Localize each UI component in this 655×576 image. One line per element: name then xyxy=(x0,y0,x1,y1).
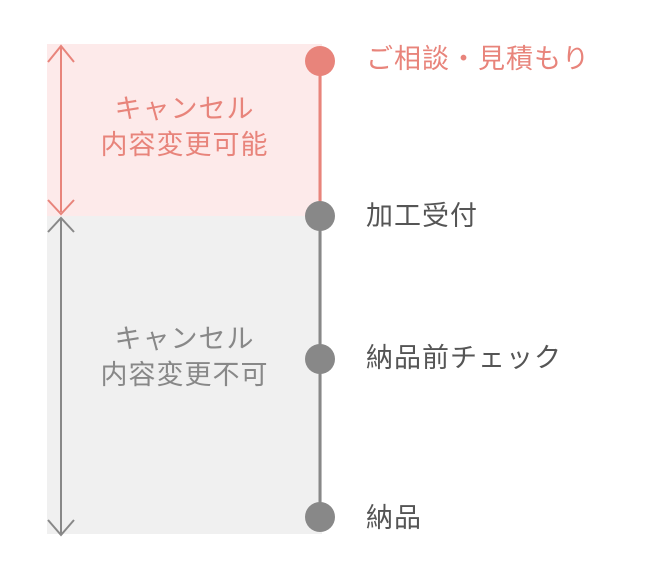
cancel-possible-range-arrow xyxy=(47,44,75,216)
cancel-possible-line1: キャンセル xyxy=(114,94,255,125)
cancel-possible-label: キャンセル 内容変更可能 xyxy=(47,92,322,164)
cancel-impossible-line2: 内容変更不可 xyxy=(100,360,269,391)
cancel-impossible-range-arrow xyxy=(47,216,75,537)
step-node-2 xyxy=(305,201,335,231)
step-label-delivery: 納品 xyxy=(366,503,422,534)
step-label-consultation: ご相談・見積もり xyxy=(366,44,590,75)
cancel-impossible-line1: キャンセル xyxy=(114,324,255,355)
cancel-possible-line2: 内容変更可能 xyxy=(100,130,269,161)
step-label-pre-delivery-check: 納品前チェック xyxy=(366,343,562,374)
step-node-4 xyxy=(305,502,335,532)
cancel-possible-zone: キャンセル 内容変更可能 xyxy=(47,44,322,216)
step-label-order-accepted: 加工受付 xyxy=(366,201,478,232)
cancel-impossible-zone: キャンセル 内容変更不可 xyxy=(47,216,322,534)
cancel-impossible-label: キャンセル 内容変更不可 xyxy=(47,322,322,394)
step-node-3 xyxy=(305,344,335,374)
step-node-1 xyxy=(305,46,335,76)
